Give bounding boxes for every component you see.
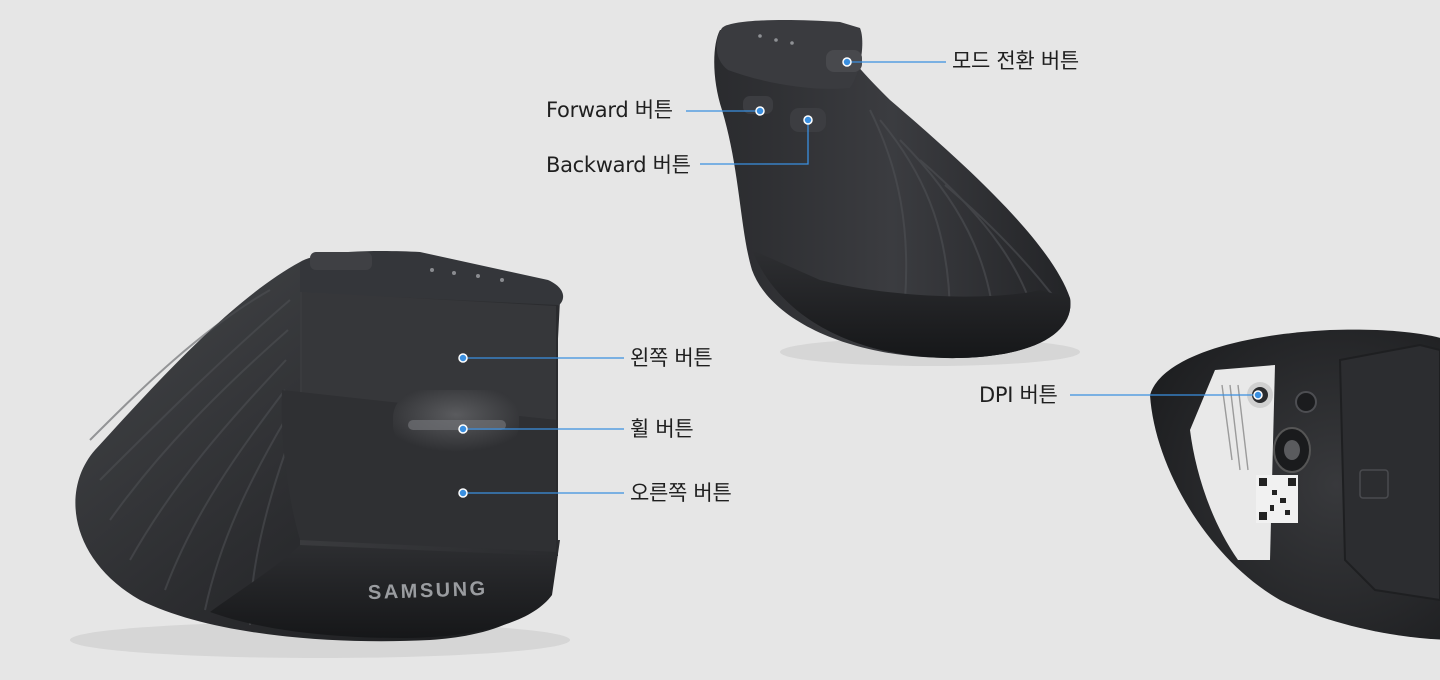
callout-dots (458, 57, 1263, 498)
label-backward-button: Backward 버튼 (546, 153, 691, 177)
callout-lines (463, 61, 1258, 494)
callout-dot-backward (803, 115, 813, 125)
label-right-button: 오른쪽 버튼 (630, 481, 732, 505)
label-mode-switch-button: 모드 전환 버튼 (952, 49, 1079, 73)
label-left-button: 왼쪽 버튼 (630, 346, 713, 370)
callout-dot-right (458, 488, 468, 498)
samsung-logo: SAMSUNG (368, 578, 488, 604)
mouse-back-view (714, 20, 1080, 366)
callout-line-backward (700, 120, 809, 165)
callout-dot-dpi (1253, 390, 1263, 400)
callout-dot-left (458, 353, 468, 363)
mouse-bottom-view (1150, 329, 1440, 640)
mouse-front-view (70, 251, 570, 658)
callout-dot-forward (755, 106, 765, 116)
label-dpi-button: DPI 버튼 (979, 383, 1058, 407)
label-wheel-button: 휠 버튼 (630, 417, 694, 441)
callout-dot-mode-switch (842, 57, 852, 67)
label-forward-button: Forward 버튼 (546, 98, 673, 122)
callout-dot-wheel (458, 424, 468, 434)
